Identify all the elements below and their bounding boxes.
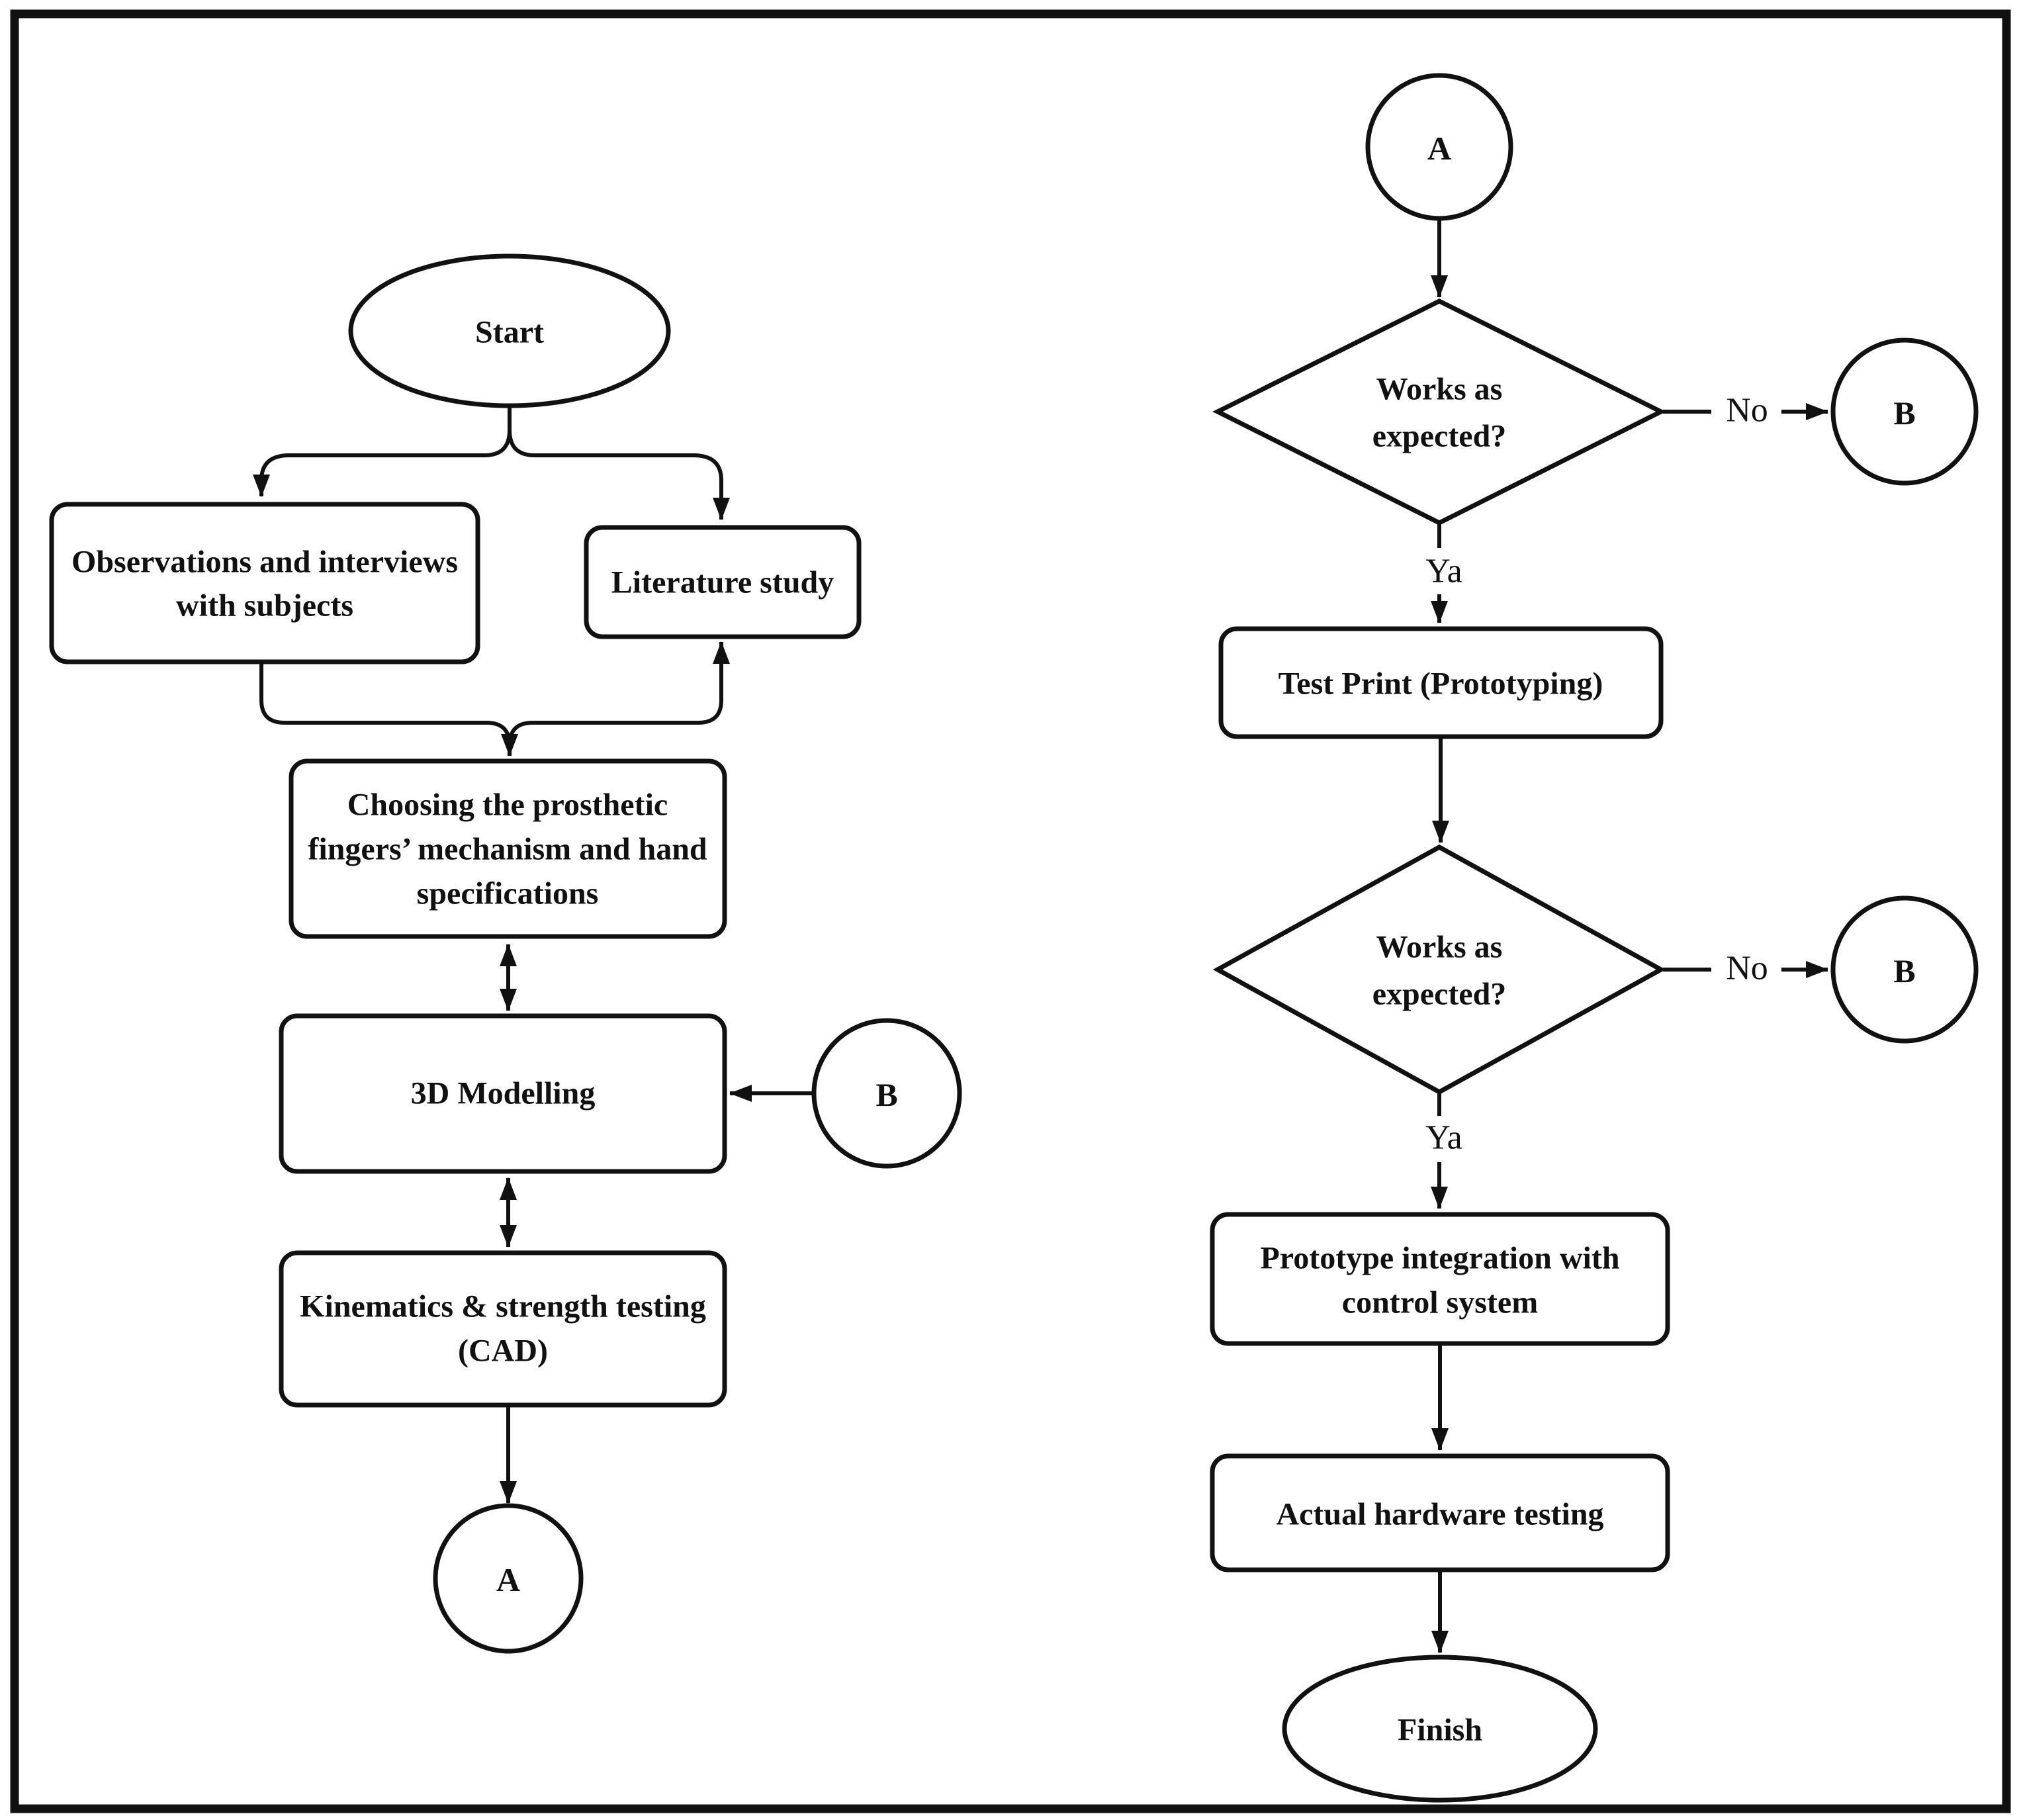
hardware-label: Actual hardware testing (1276, 1497, 1603, 1532)
decision1-label-line1: Works as (1376, 372, 1503, 407)
node-decision1: Works as expected? (1212, 298, 1666, 525)
node-decision2: Works as expected? (1212, 844, 1666, 1095)
node-hardware: Actual hardware testing (1210, 1453, 1670, 1572)
choosing-label-line2: fingers’ mechanism and hand (308, 832, 707, 867)
decision1-no-label: No (1726, 392, 1768, 430)
edges-right-column (1431, 218, 1828, 1653)
page-border (10, 9, 2011, 1813)
decision2-no-label: No (1726, 950, 1768, 987)
node-connector-b2: B (1830, 895, 1979, 1044)
node-test-print: Test Print (Prototyping) (1218, 626, 1664, 739)
finish-terminator-shape (1282, 1655, 1598, 1803)
kinematics-label-line1: Kinematics & strength testing (300, 1289, 706, 1324)
connector-a-right-label: A (1427, 130, 1451, 167)
literature-process-shape (584, 525, 862, 639)
connector-b-left-label: B (875, 1076, 897, 1113)
test-print-label: Test Print (Prototyping) (1279, 666, 1603, 702)
connector-a-left-label: A (496, 1561, 520, 1598)
finish-label: Finish (1398, 1713, 1482, 1748)
connector-a-left-shape (433, 1503, 584, 1654)
decision2-ya-label: Ya (1425, 1119, 1462, 1157)
modelling-process-shape (279, 1013, 727, 1174)
prototype-label-line1: Prototype integration with (1260, 1241, 1619, 1276)
kinematics-process-shape (279, 1250, 727, 1408)
edge-start-to-literature (508, 430, 730, 520)
choosing-process-shape (289, 758, 727, 939)
prototype-process-shape (1210, 1212, 1670, 1346)
node-connector-a-left: A (433, 1503, 584, 1654)
node-prototype: Prototype integration with control syste… (1210, 1212, 1670, 1346)
node-connector-b-left: B (811, 1018, 962, 1169)
node-literature: Literature study (584, 525, 862, 639)
choosing-label-line3: specifications (417, 876, 599, 911)
decision2-diamond-shape (1212, 844, 1666, 1095)
decision1-label-line2: expected? (1372, 419, 1507, 454)
node-finish: Finish (1282, 1655, 1598, 1803)
observations-label-line1: Observations and interviews (71, 545, 458, 580)
observations-label-line2: with subjects (176, 588, 353, 623)
decision2-label-line1: Works as (1376, 930, 1503, 965)
connector-b2-label: B (1893, 952, 1915, 989)
decision2-label-line2: expected? (1372, 977, 1507, 1012)
hardware-process-shape (1210, 1453, 1670, 1572)
literature-label: Literature study (611, 565, 834, 600)
prototype-label-line2: control system (1342, 1285, 1538, 1320)
node-modelling: 3D Modelling (279, 1013, 727, 1174)
test-print-process-shape (1218, 626, 1664, 739)
choosing-label-line1: Choosing the prosthetic (347, 788, 668, 823)
node-connector-a-right: A (1365, 73, 1513, 221)
edge-start-to-observations (253, 406, 512, 497)
connector-b2-shape (1830, 895, 1979, 1044)
edges-left-column (253, 406, 813, 1504)
observations-process-shape (49, 502, 480, 664)
node-observations: Observations and interviews with subject… (49, 502, 480, 664)
decision1-diamond-shape (1212, 298, 1666, 525)
edge-observations-to-choosing (259, 662, 518, 756)
decision1-ya-label: Ya (1425, 553, 1462, 590)
edge-merge-to-literature (508, 641, 730, 746)
start-label: Start (475, 315, 544, 350)
node-connector-b1: B (1830, 338, 1979, 486)
kinematics-label-line2: (CAD) (458, 1334, 548, 1369)
connector-b1-label: B (1893, 394, 1915, 432)
modelling-label: 3D Modelling (411, 1076, 596, 1111)
node-choosing: Choosing the prosthetic fingers’ mechani… (289, 758, 727, 939)
node-kinematics: Kinematics & strength testing (CAD) (279, 1250, 727, 1408)
start-terminator-shape (348, 253, 671, 408)
connector-a-right-shape (1365, 73, 1513, 221)
node-start: Start (348, 253, 671, 408)
connector-b-left-shape (811, 1018, 962, 1169)
connector-b1-shape (1830, 338, 1979, 486)
